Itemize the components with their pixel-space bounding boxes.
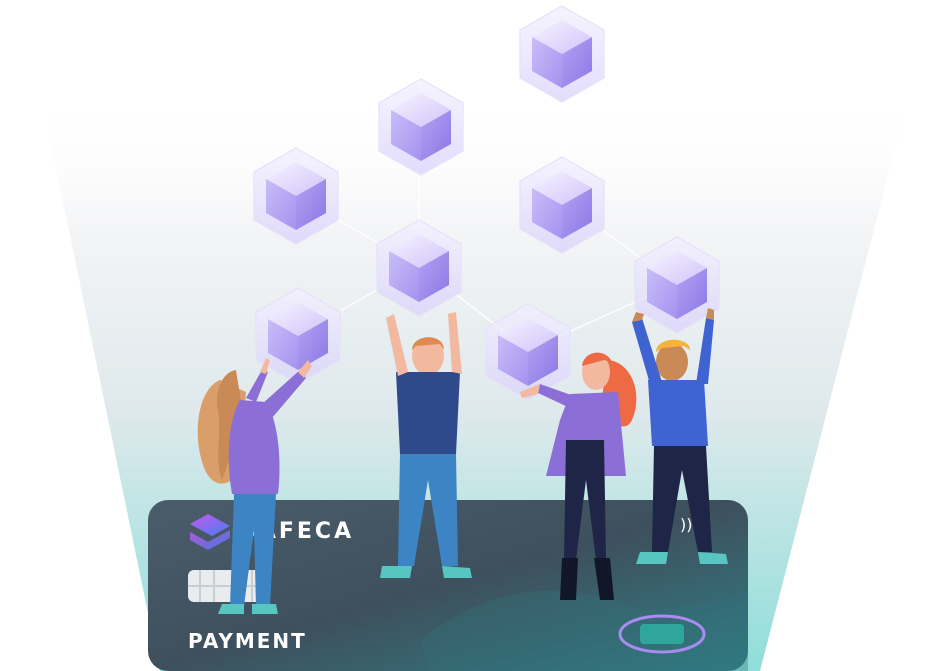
- blockchain-cube-icon: [519, 5, 605, 103]
- person-woman-purple: [197, 358, 312, 614]
- brand-logo-icon: [190, 514, 230, 550]
- person-man-blue-sweater: [632, 308, 728, 564]
- card-sensor-icon: [618, 614, 706, 654]
- person-woman-redhair: [520, 352, 637, 600]
- person-man-navy: [380, 312, 472, 578]
- card-label: PAYMENT: [188, 629, 307, 653]
- card-chip-icon: [188, 570, 264, 602]
